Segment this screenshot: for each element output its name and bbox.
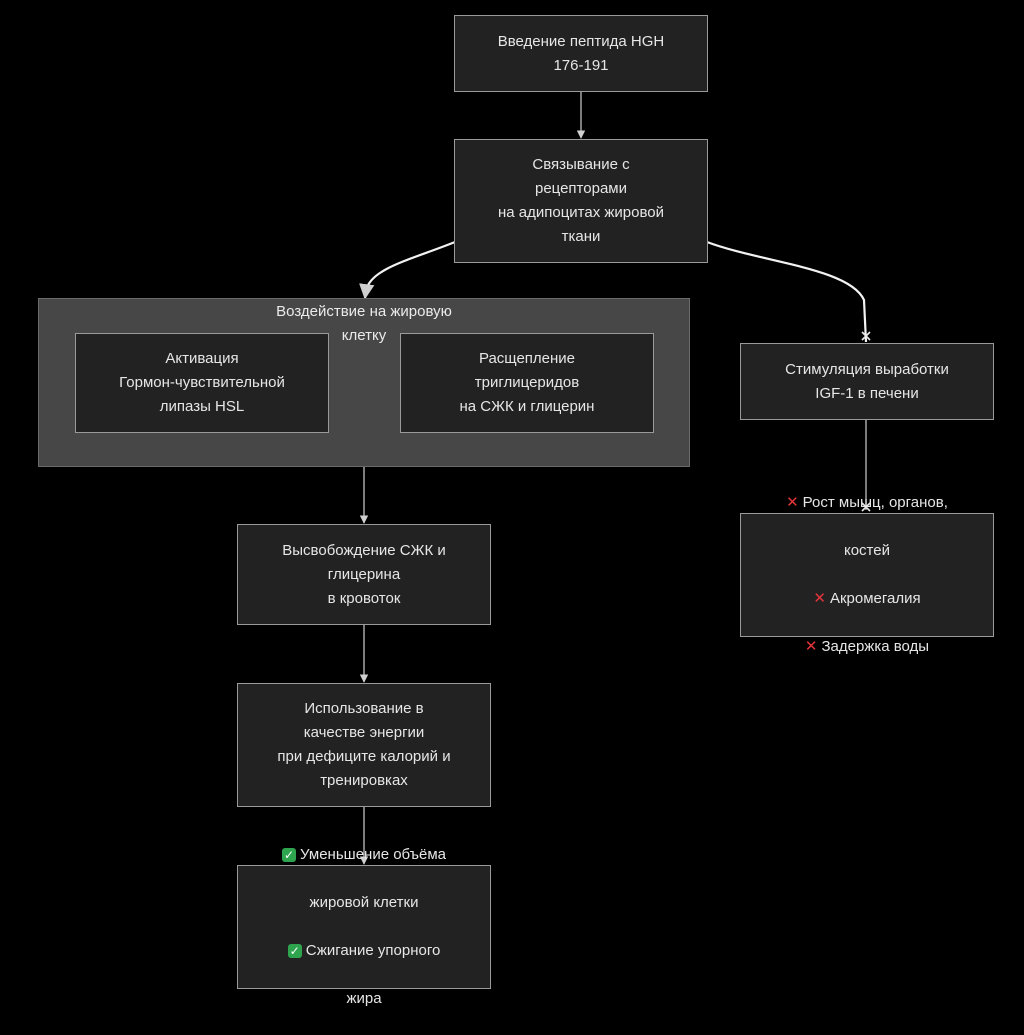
node-binding[interactable]: Связывание с рецепторами на адипоцитах ж… bbox=[454, 139, 708, 263]
node-release-text: Высвобождение СЖК и глицерина в кровоток bbox=[282, 541, 446, 607]
cross-mark-icon: ✕ bbox=[813, 590, 826, 607]
side-effect-line-1: Рост мышц, органов, bbox=[802, 494, 948, 511]
cross-mark-icon: ✕ bbox=[786, 494, 799, 511]
node-intro[interactable]: Введение пептида HGH 176-191 bbox=[454, 15, 708, 92]
node-energy-text: Использование в качестве энергии при деф… bbox=[277, 700, 451, 789]
benefit-line-1: Уменьшение объёма bbox=[300, 846, 447, 863]
side-effect-line-4: Задержка воды bbox=[821, 638, 930, 655]
node-side-effects-text: ✕Рост мышц, органов, костей ✕Акромегалия… bbox=[778, 467, 956, 683]
node-igf[interactable]: Стимуляция выработки IGF-1 в печени bbox=[740, 343, 994, 420]
side-effect-line-2: костей bbox=[843, 542, 890, 559]
benefit-line-4: жира bbox=[346, 990, 382, 1007]
node-benefits-text: ✓Уменьшение объёма жировой клетки ✓Сжига… bbox=[274, 819, 454, 1035]
node-hsl[interactable]: Активация Гормон-чувствительной липазы H… bbox=[75, 333, 329, 433]
cross-end-icon bbox=[861, 502, 871, 512]
edge-binding-igf bbox=[706, 240, 868, 343]
edges-layer bbox=[328, 91, 871, 865]
cross-mark-icon: ✕ bbox=[804, 638, 818, 655]
node-split-text: Расщепление триглицеридов на СЖК и глице… bbox=[459, 350, 595, 415]
check-mark-icon: ✓ bbox=[287, 944, 302, 958]
side-effect-line-3: Акромегалия bbox=[829, 590, 921, 607]
node-release[interactable]: Высвобождение СЖК и глицерина в кровоток bbox=[237, 524, 491, 625]
cluster-title: Воздействие на жировую клетку bbox=[276, 303, 452, 344]
node-split[interactable]: Расщепление триглицеридов на СЖК и глице… bbox=[400, 333, 654, 433]
node-side-effects[interactable]: ✕Рост мышц, органов, костей ✕Акромегалия… bbox=[740, 494, 994, 655]
check-mark-icon: ✓ bbox=[281, 848, 297, 862]
edge-binding-cluster bbox=[359, 240, 456, 300]
node-energy[interactable]: Использование в качестве энергии при деф… bbox=[237, 683, 491, 807]
node-intro-text: Введение пептида HGH 176-191 bbox=[497, 32, 665, 74]
node-binding-text: Связывание с рецепторами на адипоцитах ж… bbox=[497, 156, 665, 245]
node-igf-text: Стимуляция выработки IGF-1 в печени bbox=[785, 360, 949, 402]
node-hsl-text: Активация Гормон-чувствительной липазы H… bbox=[119, 350, 285, 415]
cross-end-icon bbox=[861, 331, 871, 341]
benefit-line-3: Сжигание упорного bbox=[305, 942, 441, 959]
benefit-line-2: жировой клетки bbox=[309, 894, 419, 911]
node-benefits[interactable]: ✓Уменьшение объёма жировой клетки ✓Сжига… bbox=[237, 846, 491, 1007]
